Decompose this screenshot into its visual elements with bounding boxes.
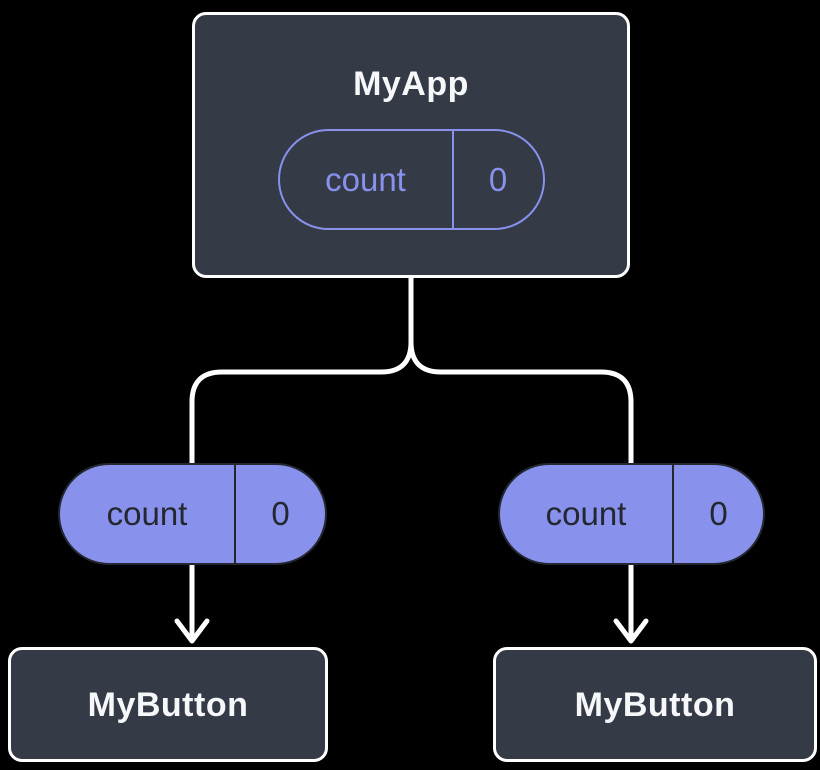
- pill-divider: [451, 131, 454, 228]
- prop-pill-right: count 0: [498, 463, 765, 565]
- connector-left: [189, 275, 414, 640]
- arrowhead-down-left-icon: [174, 618, 210, 644]
- state-value-label: 0: [488, 160, 508, 198]
- mybutton-node-right: MyButton: [493, 647, 817, 762]
- prop-name-label: count: [106, 495, 188, 532]
- arrowhead-down-right-icon: [613, 618, 649, 644]
- mybutton-node-left: MyButton: [8, 647, 328, 762]
- prop-name-label: count: [545, 495, 627, 532]
- pill-divider: [234, 465, 236, 563]
- prop-pill-left: count 0: [58, 463, 327, 565]
- state-pill: count 0: [277, 129, 545, 230]
- myapp-title: MyApp: [353, 65, 469, 103]
- mybutton-title: MyButton: [574, 685, 736, 724]
- connector-right: [408, 275, 634, 640]
- mybutton-title: MyButton: [87, 685, 249, 724]
- prop-value-label: 0: [271, 495, 290, 532]
- myapp-node: MyApp count 0: [192, 12, 630, 278]
- state-name-label: count: [325, 160, 406, 198]
- prop-value-label: 0: [709, 495, 728, 532]
- pill-divider: [672, 465, 674, 563]
